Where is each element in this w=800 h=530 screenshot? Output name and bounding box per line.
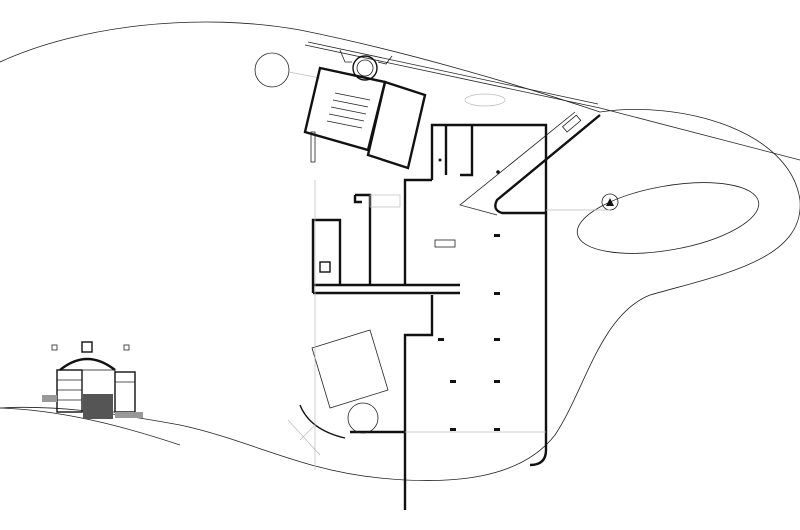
ramp: [310, 131, 316, 163]
column-wall: [353, 193, 372, 285]
rotunda: [352, 55, 378, 81]
elevator: [319, 261, 331, 273]
parking-wall: [430, 123, 548, 467]
road-edge: [307, 41, 599, 105]
car: [434, 239, 456, 248]
corridor: [311, 283, 460, 295]
plaza-square: [311, 329, 389, 409]
roundabout: [254, 52, 290, 88]
site-boundary: [0, 21, 800, 481]
parking-wall: [444, 125, 474, 177]
faint-grid: [314, 180, 610, 470]
oval-garden: [576, 182, 760, 254]
rotunda-inner: [356, 59, 374, 77]
ramp-wall: [494, 114, 601, 215]
marker-triangle: [606, 198, 614, 206]
parking-wall: [403, 178, 432, 285]
ramp-edge: [459, 111, 576, 216]
stage-block: [366, 80, 427, 170]
pavilion-section: [42, 341, 143, 419]
stair-core: [311, 218, 342, 285]
canopy: [369, 194, 401, 208]
columns: [438, 158, 500, 431]
path: [288, 71, 321, 79]
seating-rows: [326, 92, 371, 129]
rotunda-frame: [339, 49, 393, 65]
slope-line: [0, 407, 181, 446]
small-oval: [464, 93, 506, 107]
plaza-circle: [347, 402, 379, 434]
road-edge: [304, 44, 800, 161]
car: [561, 114, 582, 133]
lower-wall: [403, 295, 434, 510]
arc-path: [299, 404, 346, 439]
